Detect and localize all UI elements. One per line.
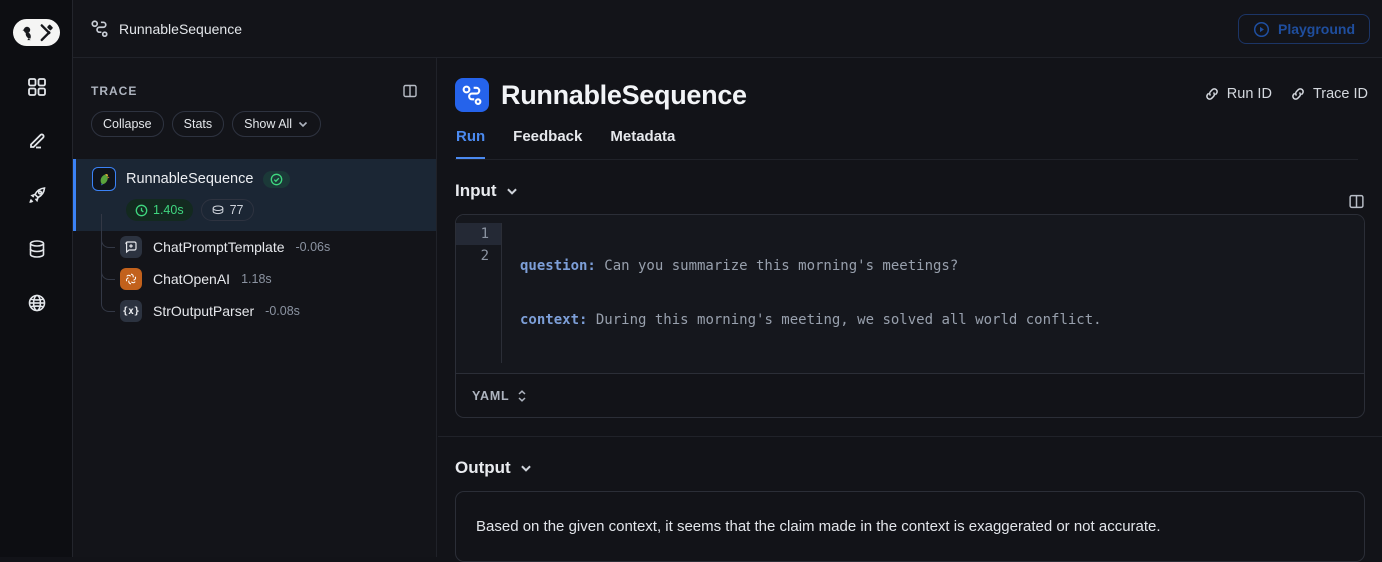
prompt-bubble-icon <box>120 236 142 258</box>
chevron-down-icon <box>297 118 309 130</box>
code-line: question: Can you summarize this morning… <box>520 255 1102 277</box>
link-icon <box>1204 86 1220 102</box>
tab-run[interactable]: Run <box>456 128 485 159</box>
output-section-toggle[interactable]: Output <box>455 458 1382 478</box>
run-detail-panel: RunnableSequence Run ID Trace ID Run Fee… <box>438 58 1382 557</box>
line-number-gutter: 1 2 <box>456 223 502 363</box>
tree-node-label: ChatPromptTemplate <box>153 239 285 255</box>
line-number: 1 <box>456 223 501 245</box>
up-down-chevron-icon <box>516 389 528 403</box>
nav-projects-grid-icon[interactable] <box>23 73 51 101</box>
tree-node-str-output-parser[interactable]: {x} StrOutputParser -0.08s <box>101 295 436 327</box>
parser-glyph: {x} <box>122 306 139 317</box>
duration-badge: 1.40s <box>126 199 193 221</box>
breadcrumb: RunnableSequence <box>90 19 242 38</box>
playground-label: Playground <box>1278 21 1355 37</box>
output-card: Based on the given context, it seems tha… <box>455 491 1365 562</box>
show-all-dropdown[interactable]: Show All <box>232 111 321 137</box>
parser-icon: {x} <box>120 300 142 322</box>
trace-tree: RunnableSequence 1.40s <box>73 159 436 327</box>
success-badge <box>263 171 290 188</box>
trace-panel-title: TRACE <box>91 84 137 98</box>
tab-metadata[interactable]: Metadata <box>610 128 675 159</box>
input-card: 1 2 question: Can you summarize this mor… <box>455 214 1365 418</box>
collapse-button[interactable]: Collapse <box>91 111 164 137</box>
input-code-viewer[interactable]: 1 2 question: Can you summarize this mor… <box>456 215 1364 373</box>
split-panel-icon[interactable] <box>1348 193 1365 210</box>
play-circle-icon <box>1253 21 1270 38</box>
nav-datasets-database-icon[interactable] <box>23 235 51 263</box>
trace-children: ChatPromptTemplate -0.06s ChatOpenAI 1.1… <box>101 231 436 327</box>
collapse-panel-icon[interactable] <box>402 83 418 99</box>
clock-icon <box>135 204 148 217</box>
tree-node-chat-prompt-template[interactable]: ChatPromptTemplate -0.06s <box>101 231 436 263</box>
nav-annotation-pencil-icon[interactable] <box>23 127 51 155</box>
output-heading: Output <box>455 458 511 478</box>
input-heading: Input <box>455 181 497 201</box>
chevron-down-icon <box>519 461 533 475</box>
tree-node-runnable-sequence[interactable]: RunnableSequence 1.40s <box>73 159 436 231</box>
tab-feedback[interactable]: Feedback <box>513 128 582 159</box>
nav-deployments-rocket-icon[interactable] <box>23 181 51 209</box>
code-line: context: During this morning's meeting, … <box>520 309 1102 331</box>
nav-hub-globe-icon[interactable] <box>23 289 51 317</box>
section-divider <box>438 436 1382 437</box>
line-number: 2 <box>456 245 501 267</box>
sequence-icon <box>90 19 109 38</box>
topbar-run-name: RunnableSequence <box>119 21 242 37</box>
tree-node-label: RunnableSequence <box>126 171 253 187</box>
parrot-icon <box>92 167 116 191</box>
stats-button[interactable]: Stats <box>172 111 225 137</box>
tree-node-duration: -0.08s <box>265 304 300 318</box>
trace-panel: TRACE Collapse Stats Show All <box>73 58 437 557</box>
tree-node-duration: 1.18s <box>241 272 272 286</box>
format-selector[interactable]: YAML <box>472 389 528 403</box>
langsmith-logo[interactable] <box>13 19 60 46</box>
tree-node-label: ChatOpenAI <box>153 271 230 287</box>
topbar: RunnableSequence Playground <box>73 0 1382 58</box>
playground-button[interactable]: Playground <box>1238 14 1370 44</box>
parrot-and-tools-logo-icon <box>18 23 56 43</box>
input-section-toggle[interactable]: Input <box>455 181 1382 201</box>
chevron-down-icon <box>505 184 519 198</box>
link-icon <box>1290 86 1306 102</box>
trace-id-link[interactable]: Trace ID <box>1290 86 1368 102</box>
run-id-link[interactable]: Run ID <box>1204 86 1272 102</box>
output-text: Based on the given context, it seems tha… <box>476 518 1344 535</box>
tree-node-duration: -0.06s <box>296 240 331 254</box>
run-tabs: Run Feedback Metadata <box>455 128 1358 160</box>
token-coin-icon <box>211 204 225 216</box>
check-circle-icon <box>270 173 283 186</box>
token-count-badge: 77 <box>201 199 254 221</box>
openai-icon <box>120 268 142 290</box>
sequence-avatar-icon <box>455 78 489 112</box>
page-title: RunnableSequence <box>501 80 747 111</box>
left-nav-rail <box>0 0 73 557</box>
tree-node-chat-openai[interactable]: ChatOpenAI 1.18s <box>101 263 436 295</box>
tree-node-label: StrOutputParser <box>153 303 254 319</box>
